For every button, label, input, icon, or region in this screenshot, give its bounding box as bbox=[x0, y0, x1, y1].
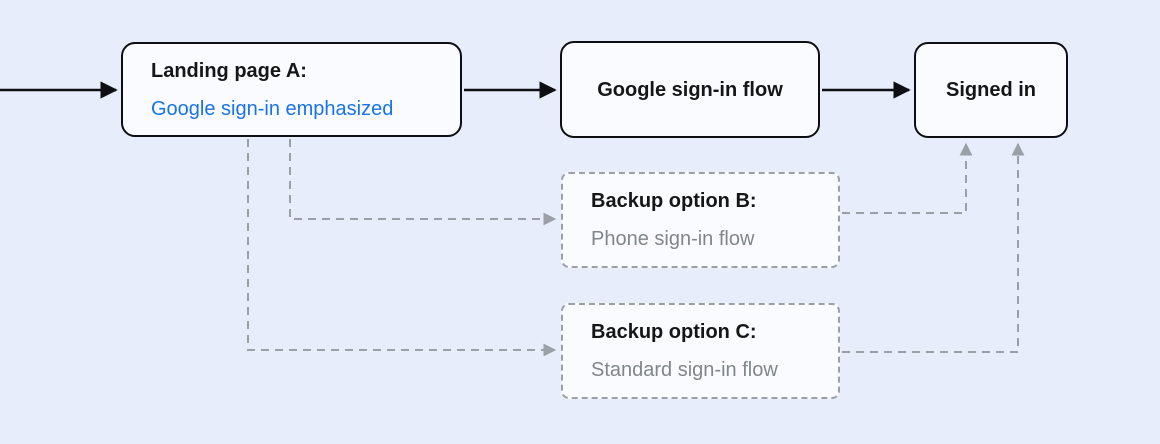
node-landing-page-a: Landing page A: Google sign-in emphasize… bbox=[121, 42, 462, 137]
node-signed-in: Signed in bbox=[914, 42, 1068, 138]
signed-in-label: Signed in bbox=[946, 79, 1036, 101]
backup-option-b-subtitle: Phone sign-in flow bbox=[591, 228, 755, 250]
connector-backup-c-to-signed-in bbox=[842, 142, 1025, 353]
node-backup-option-b: Backup option B: Phone sign-in flow bbox=[561, 172, 840, 268]
backup-option-c-subtitle: Standard sign-in flow bbox=[591, 359, 778, 381]
node-backup-option-c: Backup option C: Standard sign-in flow bbox=[561, 303, 840, 399]
landing-page-a-subtitle: Google sign-in emphasized bbox=[151, 97, 394, 120]
backup-option-c-title: Backup option C: bbox=[591, 321, 757, 343]
connector-landing-to-backup-b bbox=[289, 139, 557, 226]
connector-landing-to-backup-c bbox=[247, 139, 557, 357]
google-sign-in-flow-label: Google sign-in flow bbox=[597, 78, 783, 101]
landing-page-a-title: Landing page A: bbox=[151, 59, 307, 82]
backup-option-b-title: Backup option B: bbox=[591, 190, 757, 212]
node-google-sign-in-flow: Google sign-in flow bbox=[560, 41, 820, 138]
connector-backup-b-to-signed-in bbox=[842, 142, 973, 214]
